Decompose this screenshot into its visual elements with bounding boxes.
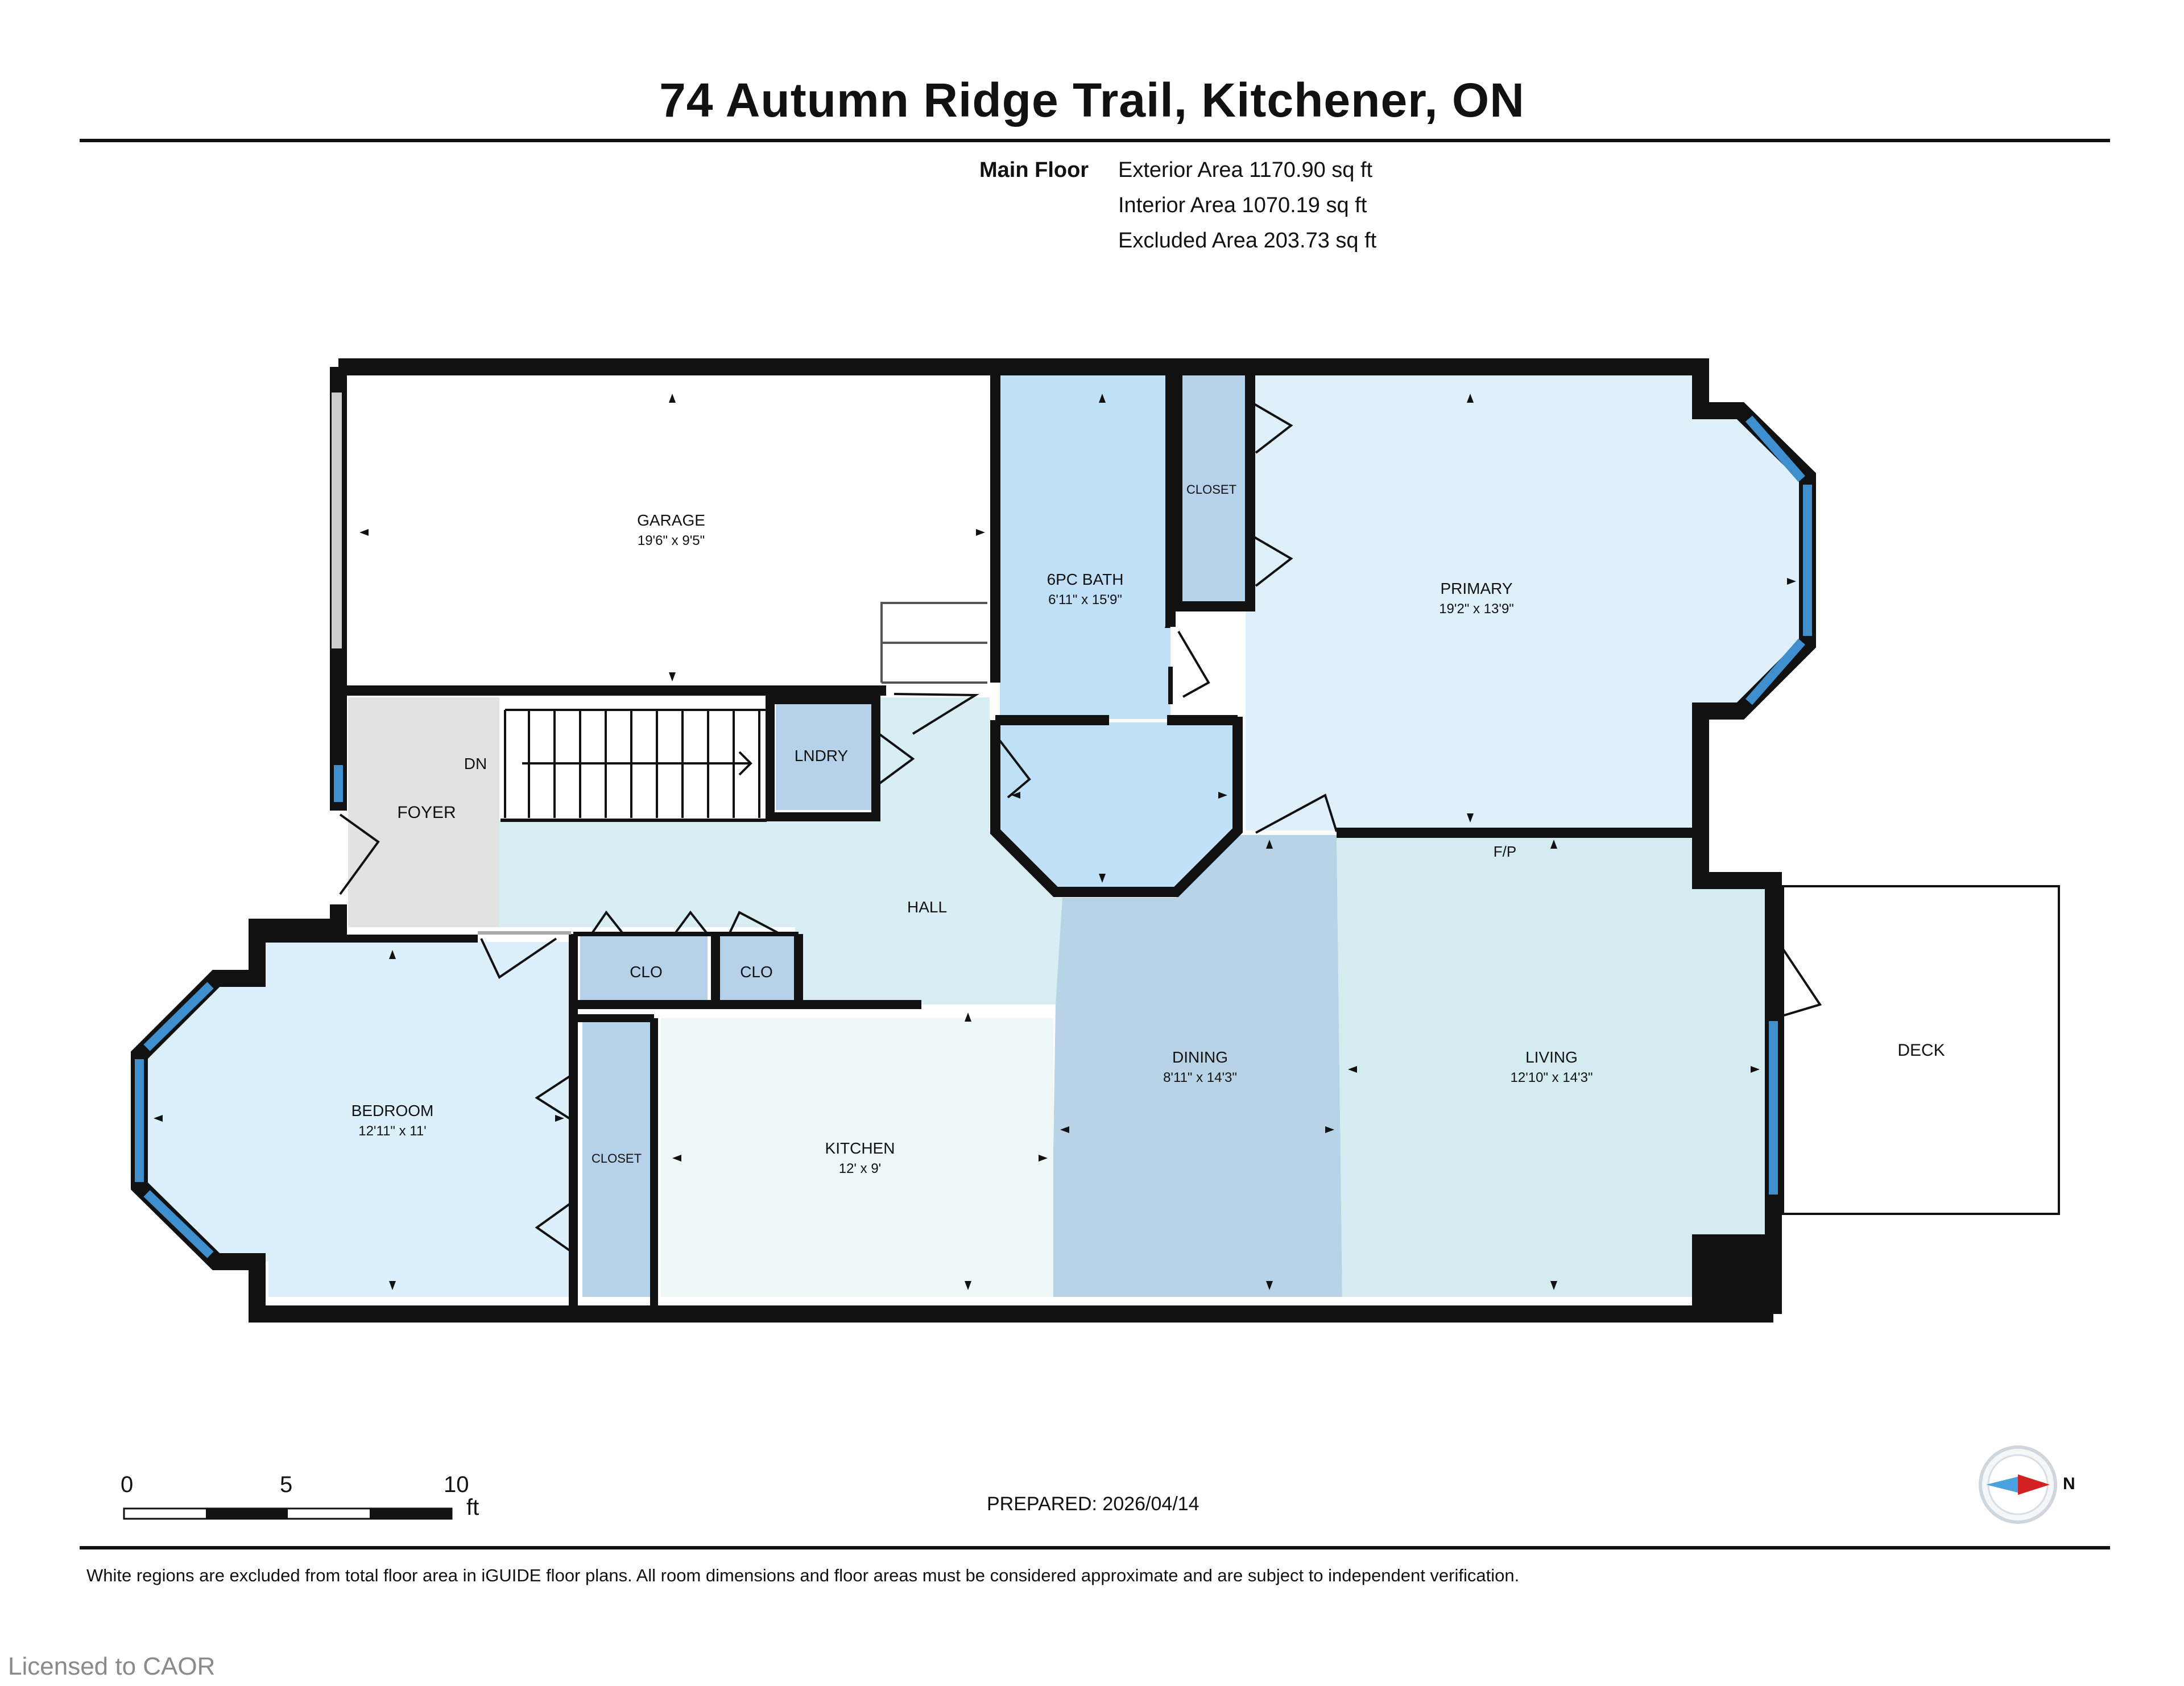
- upper-stairs: [880, 602, 987, 684]
- bath-lower-fill: [1000, 722, 1233, 887]
- foyer-door: [339, 813, 380, 895]
- bedroom-dims: 12'11" x 11': [358, 1123, 427, 1139]
- area-values: Exterior Area 1170.90 sq ft Interior Are…: [1118, 152, 1376, 258]
- garage-label: GARAGE: [637, 511, 705, 529]
- deck-label: DECK: [1897, 1041, 1945, 1060]
- hall-fill: [499, 697, 1062, 1005]
- living-dims: 12'10" x 14'3": [1511, 1070, 1593, 1085]
- hall-label: HALL: [907, 898, 947, 916]
- primary-door: [1255, 794, 1338, 834]
- outer-wall-bottom: [131, 904, 1773, 1323]
- dining-fill: [1051, 835, 1342, 1297]
- footer-divider: [80, 1546, 2110, 1549]
- closet-bedroom-door-2: [535, 1200, 574, 1253]
- foyer-label: FOYER: [397, 803, 456, 822]
- dining-dims: 8'11" x 14'3": [1163, 1070, 1237, 1085]
- closet-bedroom-wall: [578, 1014, 658, 1308]
- clo2-fill: [715, 934, 795, 1002]
- closet-primary-label: CLOSET: [1186, 482, 1236, 497]
- garage-fill: [348, 374, 996, 688]
- compass-icon: [1979, 1445, 2057, 1524]
- scale-tick-0: 0: [121, 1472, 134, 1497]
- outer-wall-top: [338, 358, 1816, 1314]
- title-divider: [80, 139, 2110, 142]
- primary-fill: [1246, 374, 1803, 830]
- bedroom-label: BEDROOM: [351, 1102, 434, 1119]
- foyer-fill: [348, 697, 499, 927]
- scale-unit: ft: [466, 1495, 479, 1520]
- clo2-door: [673, 910, 709, 935]
- lndry-fill: [776, 697, 871, 810]
- bath-lower-wall: [990, 717, 1243, 897]
- bedroom-fill: [141, 942, 571, 1297]
- primary-window-1: [1745, 415, 1806, 482]
- garage-dims: 19'6" x 9'5": [638, 533, 705, 548]
- disclaimer-text: White regions are excluded from total fl…: [86, 1565, 1520, 1585]
- kitchen-fill: [661, 1018, 1053, 1297]
- closet-bedroom-label: CLOSET: [592, 1151, 642, 1166]
- lndry-wall: [766, 695, 880, 821]
- scale-bar: [123, 1507, 453, 1520]
- kitchen-label: KITCHEN: [825, 1139, 895, 1157]
- stairs: [504, 602, 987, 818]
- clo1-label: CLO: [630, 963, 663, 981]
- primary-window-3: [1745, 638, 1806, 705]
- floor-label: Main Floor: [979, 158, 1089, 182]
- bedroom-door: [480, 937, 557, 979]
- bedroom-window-3: [143, 1190, 214, 1258]
- excluded-area: Excluded Area 203.73 sq ft: [1118, 229, 1377, 253]
- dining-label: DINING: [1172, 1048, 1228, 1066]
- primary-label: PRIMARY: [1440, 580, 1512, 597]
- bath-dims: 6'11" x 15'9": [1048, 592, 1122, 608]
- clo1-door: [590, 910, 624, 935]
- closet-bedroom-fill: [582, 1018, 651, 1297]
- hall-door: [894, 693, 979, 735]
- prepared-date: PREPARED: 2026/04/14: [987, 1493, 1199, 1515]
- interior-area: Interior Area 1070.19 sq ft: [1118, 193, 1367, 217]
- closet-bedroom-door-1: [535, 1073, 574, 1121]
- lndry-label: LNDRY: [795, 747, 849, 765]
- room-labels: GARAGE 19'6" x 9'5" 6PC BATH 6'11" x 15'…: [351, 482, 1945, 1176]
- compass-label: N: [2063, 1474, 2075, 1493]
- lndry-door: [875, 730, 915, 787]
- room-fills: [141, 374, 2060, 1297]
- scale-tick-10: 10: [444, 1472, 469, 1497]
- living-fill: [1337, 835, 1766, 1297]
- doors: [339, 400, 1822, 1253]
- closet-primary-fill: [1177, 374, 1246, 604]
- deck-fill: [1782, 885, 2060, 1215]
- closet-primary-door-2: [1249, 534, 1293, 587]
- clo3-door: [728, 911, 781, 935]
- bedroom-window-1: [143, 982, 214, 1051]
- bath-door: [1177, 630, 1210, 698]
- primary-dims: 19'2" x 13'9": [1439, 601, 1514, 617]
- page-title: 74 Autumn Ridge Trail, Kitchener, ON: [659, 73, 1525, 127]
- stairs-fill: [499, 697, 767, 820]
- stair-arrow: [522, 751, 752, 776]
- scale-tick-5: 5: [280, 1472, 293, 1497]
- dimension-markers: [154, 394, 1796, 1290]
- kitchen-dims: 12' x 9': [839, 1161, 882, 1176]
- license-watermark: Licensed to CAOR: [8, 1652, 216, 1680]
- closet-primary-wall: [1172, 373, 1255, 611]
- closet-primary-door-1: [1249, 400, 1293, 454]
- fp-label: F/P: [1494, 843, 1516, 860]
- bath-fill: [1000, 374, 1170, 719]
- bath-label: 6PC BATH: [1047, 571, 1124, 588]
- dn-label: DN: [464, 755, 487, 772]
- living-corner-block: [1692, 1234, 1774, 1314]
- clo1-fill: [580, 934, 708, 1002]
- deck-door: [1773, 935, 1822, 1019]
- bath-lower-door: [999, 739, 1031, 799]
- living-label: LIVING: [1525, 1048, 1578, 1066]
- clo2-label: CLO: [740, 963, 773, 981]
- windows: [135, 415, 1812, 1258]
- exterior-area: Exterior Area 1170.90 sq ft: [1118, 158, 1373, 182]
